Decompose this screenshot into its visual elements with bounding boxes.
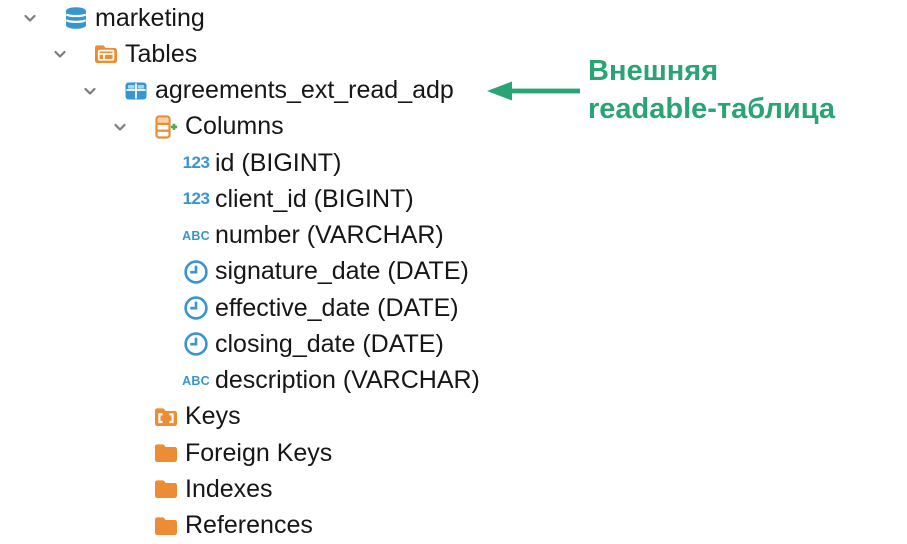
tree-item-label: signature_date (DATE) (215, 257, 469, 286)
database-icon (62, 4, 90, 32)
tree-item-keys[interactable]: Keys (0, 399, 907, 435)
annotation-line1: Внешняя (588, 55, 719, 87)
text-type-icon: ABC (182, 373, 210, 388)
table-icon (122, 77, 150, 105)
date-type-icon (182, 294, 210, 322)
tables-folder-icon (92, 40, 120, 68)
tree-item-label: Foreign Keys (185, 438, 333, 467)
tree-item-label: Tables (125, 39, 198, 68)
chevron-down-icon[interactable] (108, 115, 132, 139)
folder-icon (152, 439, 180, 467)
tree-item-label: number (VARCHAR) (215, 221, 444, 250)
annotation-arrow-icon (487, 81, 580, 101)
annotation: Внешняя readable-таблица (588, 52, 835, 128)
date-type-icon (182, 330, 210, 358)
tree-item-closing-date-date[interactable]: closing_date (DATE) (0, 326, 907, 362)
tree-item-columns[interactable]: Columns (0, 109, 907, 145)
annotation-line2: readable-таблица (588, 93, 836, 125)
tree-item-references[interactable]: References (0, 508, 907, 544)
folder-icon (152, 512, 180, 540)
tree-item-agreements-ext-read-adp[interactable]: agreements_ext_read_adp (0, 73, 907, 109)
tree-item-signature-date-date[interactable]: signature_date (DATE) (0, 254, 907, 290)
tree-item-label: Indexes (185, 474, 273, 503)
tree-item-label: description (VARCHAR) (215, 366, 480, 395)
tree-item-description-varchar[interactable]: ABC description (VARCHAR) (0, 363, 907, 399)
date-type-icon (182, 258, 210, 286)
tree-item-label: Columns (185, 112, 284, 141)
folder-icon (152, 475, 180, 503)
tree-item-label: effective_date (DATE) (215, 293, 459, 322)
tree-item-label: client_id (BIGINT) (215, 184, 414, 213)
tree-item-marketing[interactable]: marketing (0, 0, 907, 36)
tree-item-label: Keys (185, 402, 241, 431)
columns-icon (152, 113, 180, 141)
text-type-icon: ABC (182, 228, 210, 243)
tree-item-label: agreements_ext_read_adp (155, 76, 454, 105)
tree-item-label: References (185, 511, 313, 540)
chevron-down-icon[interactable] (48, 42, 72, 66)
tree-item-tables[interactable]: Tables (0, 36, 907, 72)
keys-folder-icon (152, 403, 180, 431)
chevron-down-icon[interactable] (78, 79, 102, 103)
tree-item-effective-date-date[interactable]: effective_date (DATE) (0, 290, 907, 326)
chevron-down-icon[interactable] (18, 6, 42, 30)
tree-item-foreign-keys[interactable]: Foreign Keys (0, 435, 907, 471)
numeric-type-icon: 123 (182, 153, 210, 173)
tree-item-number-varchar[interactable]: ABC number (VARCHAR) (0, 218, 907, 254)
tree-item-label: marketing (95, 3, 205, 32)
numeric-type-icon: 123 (182, 189, 210, 209)
tree-item-indexes[interactable]: Indexes (0, 471, 907, 507)
tree-item-label: id (BIGINT) (215, 148, 342, 177)
tree-item-label: closing_date (DATE) (215, 329, 444, 358)
